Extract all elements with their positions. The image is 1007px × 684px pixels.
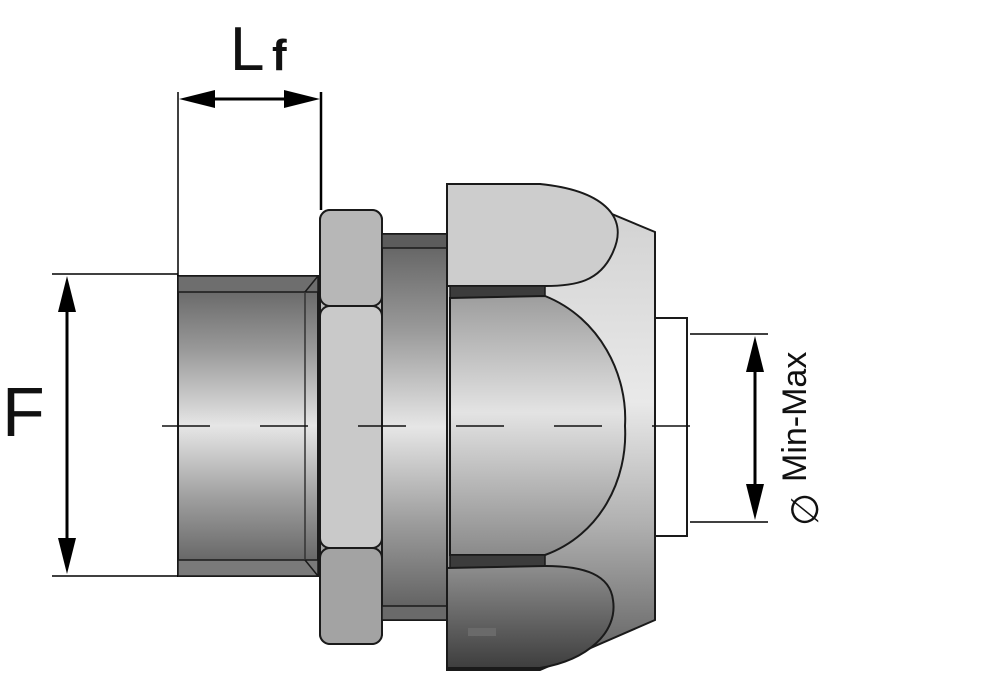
dome-cap-nut [446,183,656,671]
flange-body [381,233,449,621]
diameter-symbol: ∅ [785,493,827,526]
thread-f-dimension [52,273,178,577]
cable-range-label: Min-Max [776,352,814,482]
hex-lock-nut [319,209,383,645]
length-lf-subscript: f [272,31,287,80]
length-lf-label: L [230,15,264,84]
thread-f-label: F [2,373,45,451]
cable-seal-insert [654,317,688,537]
cable-range-dimension [690,333,768,523]
length-lf-dimension [177,90,323,276]
